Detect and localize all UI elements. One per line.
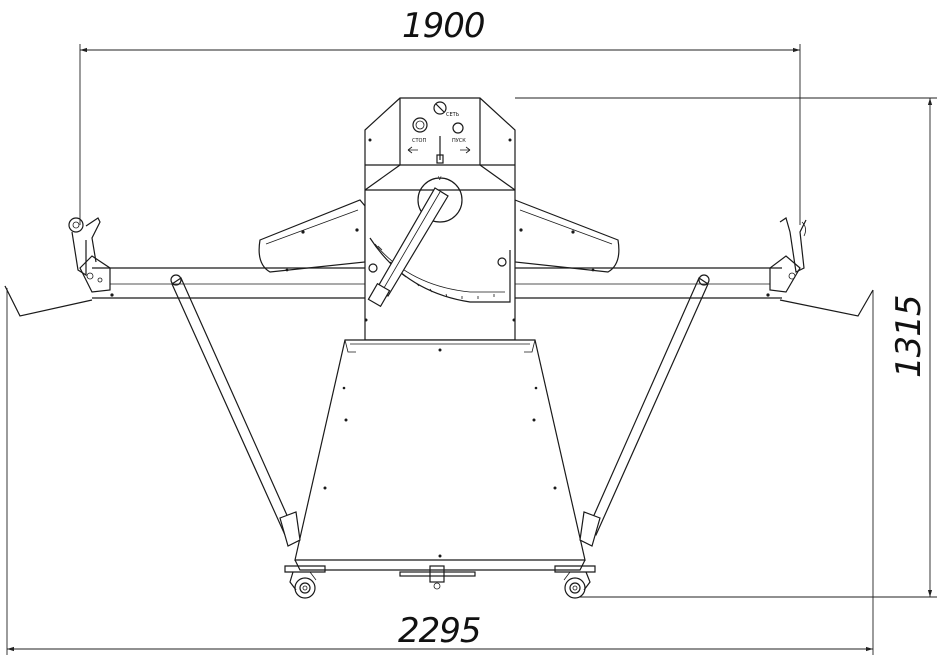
right-conveyor-wing [514,199,620,273]
dimension-bottom-width-label: 2295 [398,611,481,651]
dimension-height-label: 1315 [889,295,929,378]
left-arrow-icon [407,146,418,154]
gap-adjustment-mechanism: V [367,176,511,308]
central-housing [364,97,516,341]
start-label: ПУСК [452,138,466,144]
right-roller-assembly [769,217,807,293]
dimension-height: 1315 [515,97,937,598]
right-arrow-icon [460,146,471,154]
dimension-top-width-label: 1900 [402,6,485,46]
power-switch-icon[interactable] [433,101,447,115]
horizontal-frame [92,267,782,299]
left-roller-assembly [68,217,111,293]
svg-text:V: V [438,176,442,182]
stop-button[interactable] [412,117,428,133]
left-caster [284,565,326,599]
right-tray [779,289,874,317]
dimension-bottom-width: 2295 [6,288,874,655]
left-conveyor-wing [258,199,366,273]
gap-adjust-handle[interactable] [367,187,449,308]
right-brace [579,274,710,547]
dimension-top-width: 1900 [79,6,801,225]
start-button[interactable] [452,122,464,134]
control-panel: СЕТЬ СТОП ПУСК [407,101,471,164]
gap-adjust-knob[interactable] [417,177,463,223]
right-caster [554,565,596,599]
lower-stand [294,339,586,571]
foot-pedal [399,565,476,590]
left-tray [4,285,93,317]
power-label: СЕТЬ [446,112,460,118]
left-brace [170,274,301,547]
stop-label: СТОП [412,138,426,144]
